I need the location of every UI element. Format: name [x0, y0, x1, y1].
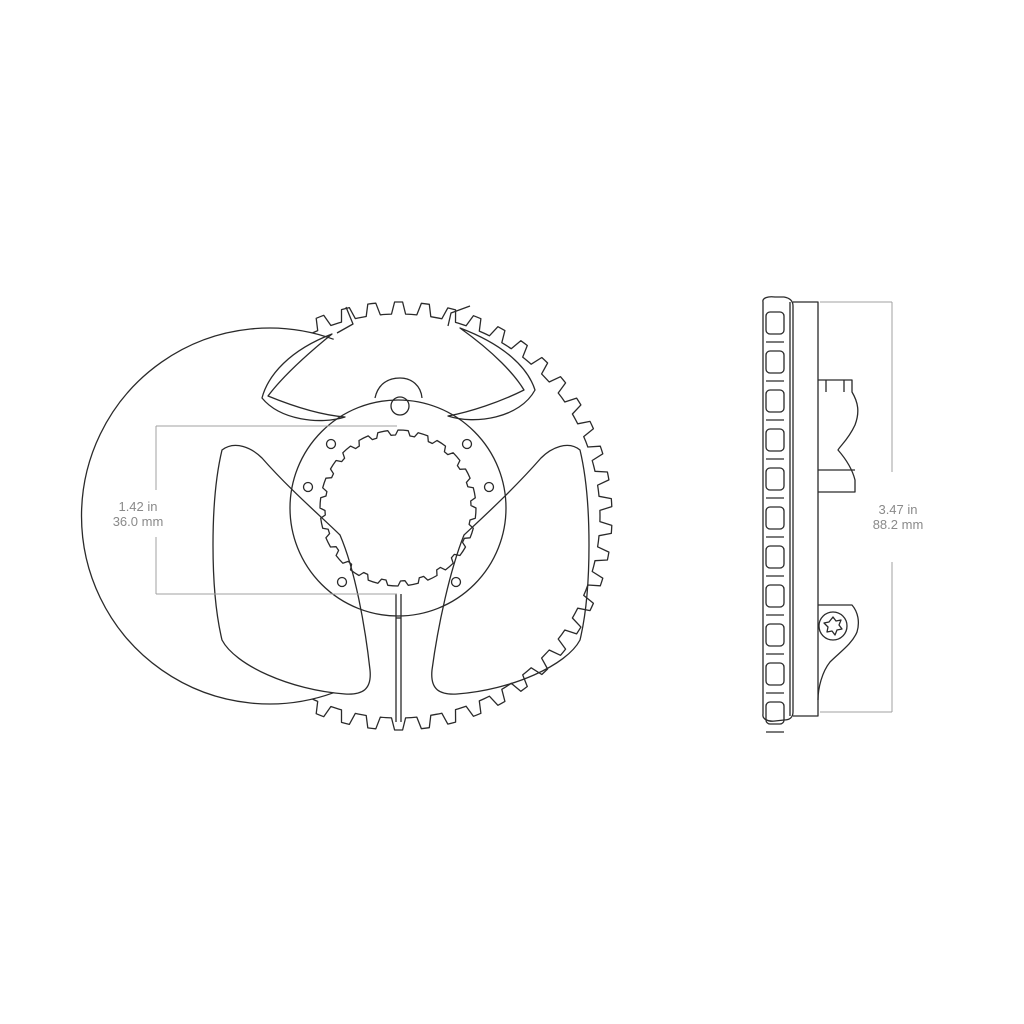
left-window	[212, 444, 371, 695]
side-teeth	[765, 311, 785, 733]
side-view-clamp-ring	[762, 296, 859, 733]
inner-bore-dimension-label: 1.42 in 36.0 mm	[98, 499, 178, 529]
side-tooth-6	[765, 506, 785, 530]
top-lug	[374, 377, 423, 399]
splined-bore	[319, 429, 477, 587]
overall-height-metric: 88.2 mm	[872, 517, 924, 532]
side-flange	[793, 301, 819, 717]
side-tooth-10	[765, 662, 785, 686]
outer-toothed-profile	[312, 301, 613, 731]
inner-bore-dimension	[155, 425, 397, 595]
inner-bore-imperial: 1.42 in	[118, 499, 158, 514]
bolt-hole-5	[336, 576, 348, 588]
top-lug-hole	[390, 396, 410, 416]
side-outer-body	[762, 296, 794, 722]
side-tooth-5	[765, 467, 785, 491]
side-tooth-7	[765, 545, 785, 569]
center-boss-outer	[289, 399, 507, 617]
torx-icon	[823, 616, 843, 636]
side-tooth-4	[765, 428, 785, 452]
side-tooth-1	[765, 311, 785, 335]
side-tooth-3	[765, 389, 785, 413]
side-tooth-2	[765, 350, 785, 374]
top-left-jaw-end	[336, 306, 354, 334]
bolt-hole-6	[450, 576, 462, 588]
side-tooth-11	[765, 701, 785, 725]
side-tooth-9	[765, 623, 785, 647]
overall-height-imperial: 3.47 in	[878, 502, 918, 517]
bolt-hole-3	[302, 481, 314, 493]
front-view-clamp-ring	[80, 301, 613, 731]
inner-bore-metric: 36.0 mm	[112, 514, 164, 529]
side-upper-lug	[818, 379, 859, 493]
bolt-hole-2	[461, 438, 473, 450]
overall-height-dimension-label: 3.47 in 88.2 mm	[858, 502, 938, 532]
bolt-hole-1	[325, 438, 337, 450]
top-left-window	[261, 333, 346, 422]
side-tooth-8	[765, 584, 785, 608]
side-lower-lug	[817, 604, 859, 701]
right-window	[431, 444, 590, 695]
bolt-hole-4	[483, 481, 495, 493]
overall-height-dimension	[820, 301, 893, 713]
torx-screw-head	[818, 611, 848, 641]
top-right-jaw-end	[447, 305, 471, 327]
top-right-window	[447, 327, 536, 421]
inner-edge-arc	[80, 327, 334, 705]
